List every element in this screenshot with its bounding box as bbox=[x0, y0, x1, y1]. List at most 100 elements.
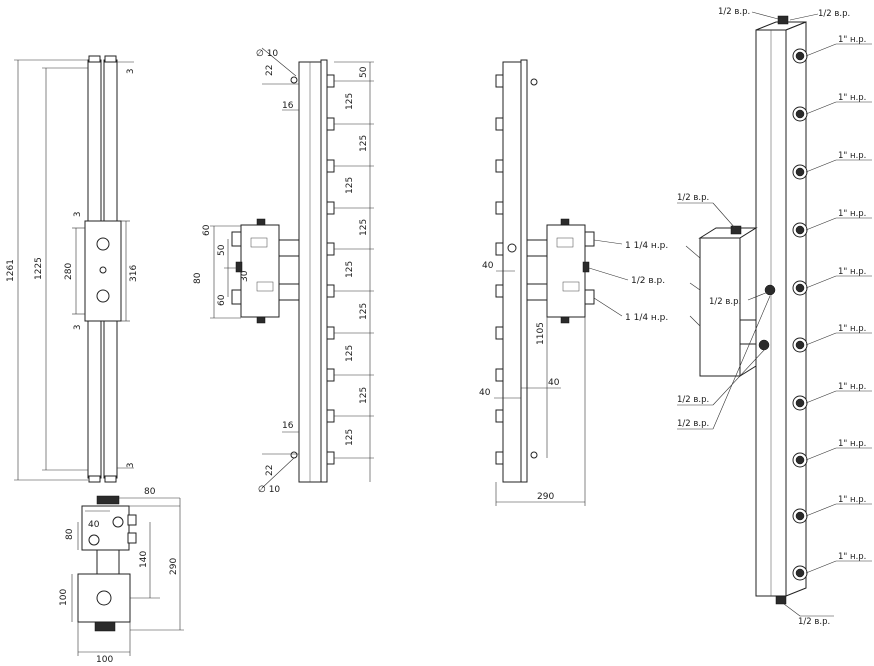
iso-outlet bbox=[792, 222, 808, 238]
outlet-label: 1" н.р. bbox=[838, 324, 866, 334]
dim-22-top: 22 bbox=[265, 65, 275, 76]
rear-separator bbox=[546, 224, 586, 318]
iso-label-mid: 1/2 в.р. bbox=[709, 297, 741, 307]
dim-1225: 1225 bbox=[34, 257, 44, 280]
rear-view: 40 1105 40 40 290 1 1/4 н.р. 1/2 в.р. 1 … bbox=[479, 59, 668, 506]
rear-back-plate bbox=[520, 59, 528, 483]
front-view: 1261 1225 280 316 3 3 3 3 bbox=[6, 55, 139, 483]
iso-outlet bbox=[792, 452, 808, 468]
iso-label-top-a: 1/2 в.р. bbox=[718, 7, 750, 17]
outlet-label: 1" н.р. bbox=[838, 93, 866, 103]
dim-80: 80 bbox=[193, 272, 203, 284]
dim-125: 125 bbox=[359, 303, 369, 320]
iso-outlet bbox=[792, 337, 808, 353]
dim-30: 30 bbox=[240, 270, 250, 282]
side-pitch-125: 125 125 125 125 125 125 125 125 125 bbox=[345, 93, 369, 446]
dim-125: 125 bbox=[345, 429, 355, 446]
dim-125: 125 bbox=[345, 93, 355, 110]
bottom-view: 80 40 80 140 290 100 100 bbox=[59, 487, 184, 665]
side-lug-top bbox=[290, 76, 298, 84]
rear-lug-bottom bbox=[530, 451, 538, 459]
iso-box-front bbox=[699, 237, 741, 377]
bottom-nozzle-b bbox=[127, 532, 137, 544]
iso-box-side bbox=[739, 227, 757, 377]
iso-outlet bbox=[792, 106, 808, 122]
dim-diameter-10-top: ∅ 10 bbox=[256, 49, 278, 59]
outlet-label: 1" н.р. bbox=[838, 552, 866, 562]
rear-dim-1105: 1105 bbox=[536, 322, 546, 345]
dim-diameter-10-bottom: ∅ 10 bbox=[258, 485, 280, 495]
front-cap-bottom-right bbox=[104, 475, 117, 483]
dim-60-a: 60 bbox=[202, 224, 212, 236]
outlet-label: 1" н.р. bbox=[838, 267, 866, 277]
side-view: 50 125 125 125 125 125 125 125 125 125 ∅… bbox=[193, 47, 374, 495]
dim-290: 290 bbox=[169, 558, 179, 575]
front-port-upper bbox=[96, 237, 110, 251]
rear-main-body bbox=[502, 61, 522, 483]
dim-80-top: 80 bbox=[144, 487, 156, 497]
rear-connector-lower bbox=[526, 283, 548, 301]
iso-outlet bbox=[792, 164, 808, 180]
outlet-label: 1" н.р. bbox=[838, 151, 866, 161]
front-cap-top-left bbox=[88, 55, 101, 63]
dim-16-top: 16 bbox=[282, 101, 294, 111]
side-outlet-stubs bbox=[326, 74, 335, 465]
rear-label-1-1-4-upper: 1 1/4 н.р. bbox=[625, 241, 668, 251]
bottom-port-main bbox=[96, 590, 112, 606]
dim-40: 40 bbox=[88, 520, 100, 530]
dim-50-b: 50 bbox=[217, 244, 227, 256]
iso-label-top-b: 1/2 в.р. bbox=[818, 9, 850, 19]
dim-80-left: 80 bbox=[65, 528, 75, 540]
dim-50: 50 bbox=[359, 66, 369, 78]
dim-100-left: 100 bbox=[59, 589, 69, 606]
rear-label-1-1-4-lower: 1 1/4 н.р. bbox=[625, 313, 668, 323]
dim-125: 125 bbox=[359, 219, 369, 236]
outlet-label: 1" н.р. bbox=[838, 439, 866, 449]
rear-dim-40-b: 40 bbox=[548, 378, 560, 388]
side-separator bbox=[240, 224, 280, 318]
dim-125: 125 bbox=[345, 261, 355, 278]
iso-bottom-fitting bbox=[775, 595, 787, 605]
dim-125: 125 bbox=[359, 387, 369, 404]
dim-125: 125 bbox=[359, 135, 369, 152]
side-back-plate bbox=[320, 59, 328, 483]
iso-outlet bbox=[792, 508, 808, 524]
dim-280: 280 bbox=[64, 263, 74, 280]
front-cap-top-right bbox=[104, 55, 117, 63]
outlet-label: 1" н.р. bbox=[838, 495, 866, 505]
rear-connector-upper bbox=[526, 239, 548, 257]
rear-label-1-2: 1/2 в.р. bbox=[631, 276, 665, 286]
front-port-lower bbox=[96, 289, 110, 303]
dim-3-block-top: 3 bbox=[73, 212, 83, 217]
rear-dim-40-a: 40 bbox=[482, 261, 494, 271]
front-port-middle bbox=[99, 266, 107, 274]
bottom-lower-fitting bbox=[94, 621, 116, 632]
iso-outlet bbox=[792, 395, 808, 411]
bottom-port-a bbox=[112, 516, 124, 528]
dim-16-bottom: 16 bbox=[282, 421, 294, 431]
iso-top-fitting bbox=[777, 15, 789, 25]
iso-label-bottom-a: 1/2 в.р. bbox=[677, 395, 709, 405]
rear-outlet-stubs bbox=[495, 74, 504, 465]
side-connector-lower bbox=[278, 283, 300, 301]
dim-100-bottom: 100 bbox=[96, 655, 113, 665]
outlet-label: 1" н.р. bbox=[838, 382, 866, 392]
bottom-nozzle-a bbox=[127, 514, 137, 526]
iso-label-bottom-b: 1/2 в.р. bbox=[677, 419, 709, 429]
dim-22-bottom: 22 bbox=[265, 465, 275, 476]
outlet-label: 1" н.р. bbox=[838, 35, 866, 45]
side-lug-bottom bbox=[290, 451, 298, 459]
dim-3-bottom: 3 bbox=[126, 463, 136, 468]
iso-view: 1/2 в.р. 1/2 в.р. 1" н.р. 1" н.р. 1" н.р… bbox=[677, 7, 872, 627]
dim-316: 316 bbox=[129, 265, 139, 282]
rear-dim-290: 290 bbox=[537, 492, 554, 502]
front-cap-bottom-left bbox=[88, 475, 101, 483]
bottom-neck bbox=[96, 549, 120, 575]
outlet-label: 1" н.р. bbox=[838, 209, 866, 219]
rear-lug-top bbox=[530, 78, 538, 86]
bottom-port-b bbox=[88, 534, 100, 546]
side-connector-upper bbox=[278, 239, 300, 257]
rear-dim-40-c: 40 bbox=[479, 388, 491, 398]
dim-1261: 1261 bbox=[6, 259, 16, 282]
